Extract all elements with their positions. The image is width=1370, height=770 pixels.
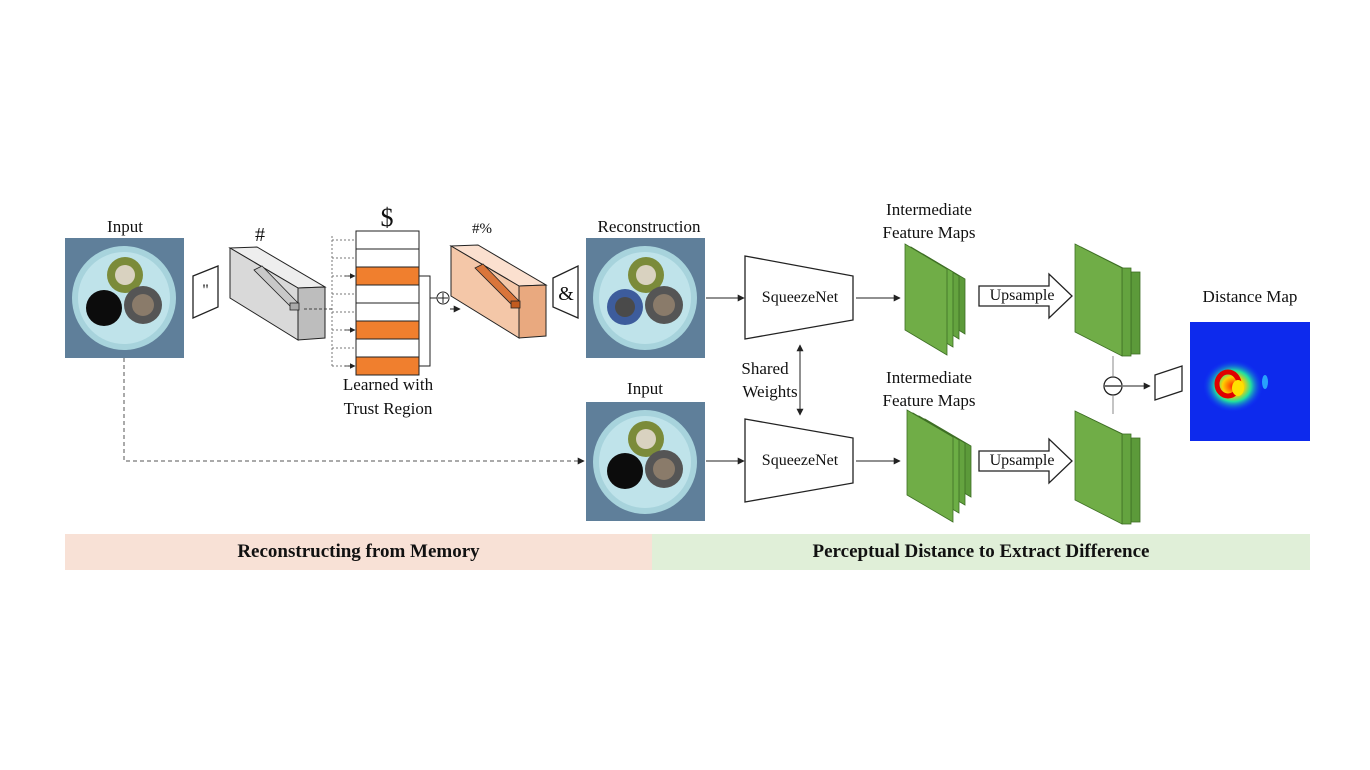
upsampled-maps-top	[1074, 243, 1141, 357]
encoder-shape	[192, 265, 219, 319]
output-head-shape	[1154, 365, 1183, 401]
feature-maps-bottom	[906, 409, 972, 523]
reconstruction-image	[586, 238, 705, 358]
band-perceptual-distance: Perceptual Distance to Extract Differenc…	[652, 534, 1310, 570]
feature-maps-top-line2: Feature Maps	[882, 223, 976, 242]
latent-recon-symbol: #%	[472, 221, 492, 237]
input-label-top: Input	[107, 217, 143, 236]
memory-caption-line2: Trust Region	[343, 399, 433, 418]
latent-feature-box	[228, 246, 327, 341]
upsample-arrow-bottom	[978, 437, 1073, 485]
memory-bank	[355, 230, 420, 376]
feature-maps-bottom-line2: Feature Maps	[882, 391, 976, 410]
decoder-shape	[552, 264, 579, 319]
decoder-symbol: &	[558, 283, 574, 305]
input-image-top	[65, 238, 184, 358]
feature-maps-bottom-line1: Intermediate	[886, 368, 972, 387]
distance-map-label: Distance Map	[1202, 287, 1298, 306]
shared-weights-line2: Weights	[742, 382, 798, 401]
encoder-symbol: "	[202, 282, 209, 299]
squeezenet-top-label: SqueezeNet	[761, 289, 839, 306]
upsample-arrow-top	[978, 272, 1073, 320]
latent-symbol: #	[255, 224, 265, 246]
memory-symbol: $	[380, 203, 394, 232]
input-label-bottom: Input	[627, 379, 663, 398]
squeezenet-bottom-shape	[744, 418, 854, 503]
upsample-bottom-label: Upsample	[989, 452, 1055, 469]
squeezenet-top-shape	[744, 255, 854, 340]
reconstructed-latent-box	[449, 244, 548, 339]
upsampled-maps-bottom	[1074, 410, 1141, 525]
band-reconstructing-from-memory: Reconstructing from Memory	[65, 534, 652, 570]
feature-maps-top	[904, 243, 966, 356]
memory-caption-line1: Learned with	[342, 375, 434, 394]
distance-map-image	[1190, 322, 1310, 441]
feature-maps-top-line1: Intermediate	[886, 200, 972, 219]
squeezenet-bottom-label: SqueezeNet	[761, 452, 839, 469]
shared-weights-line1: Shared	[741, 359, 789, 378]
upsample-top-label: Upsample	[989, 287, 1055, 304]
input-image-bottom	[586, 402, 705, 521]
reconstruction-label: Reconstruction	[597, 217, 701, 236]
